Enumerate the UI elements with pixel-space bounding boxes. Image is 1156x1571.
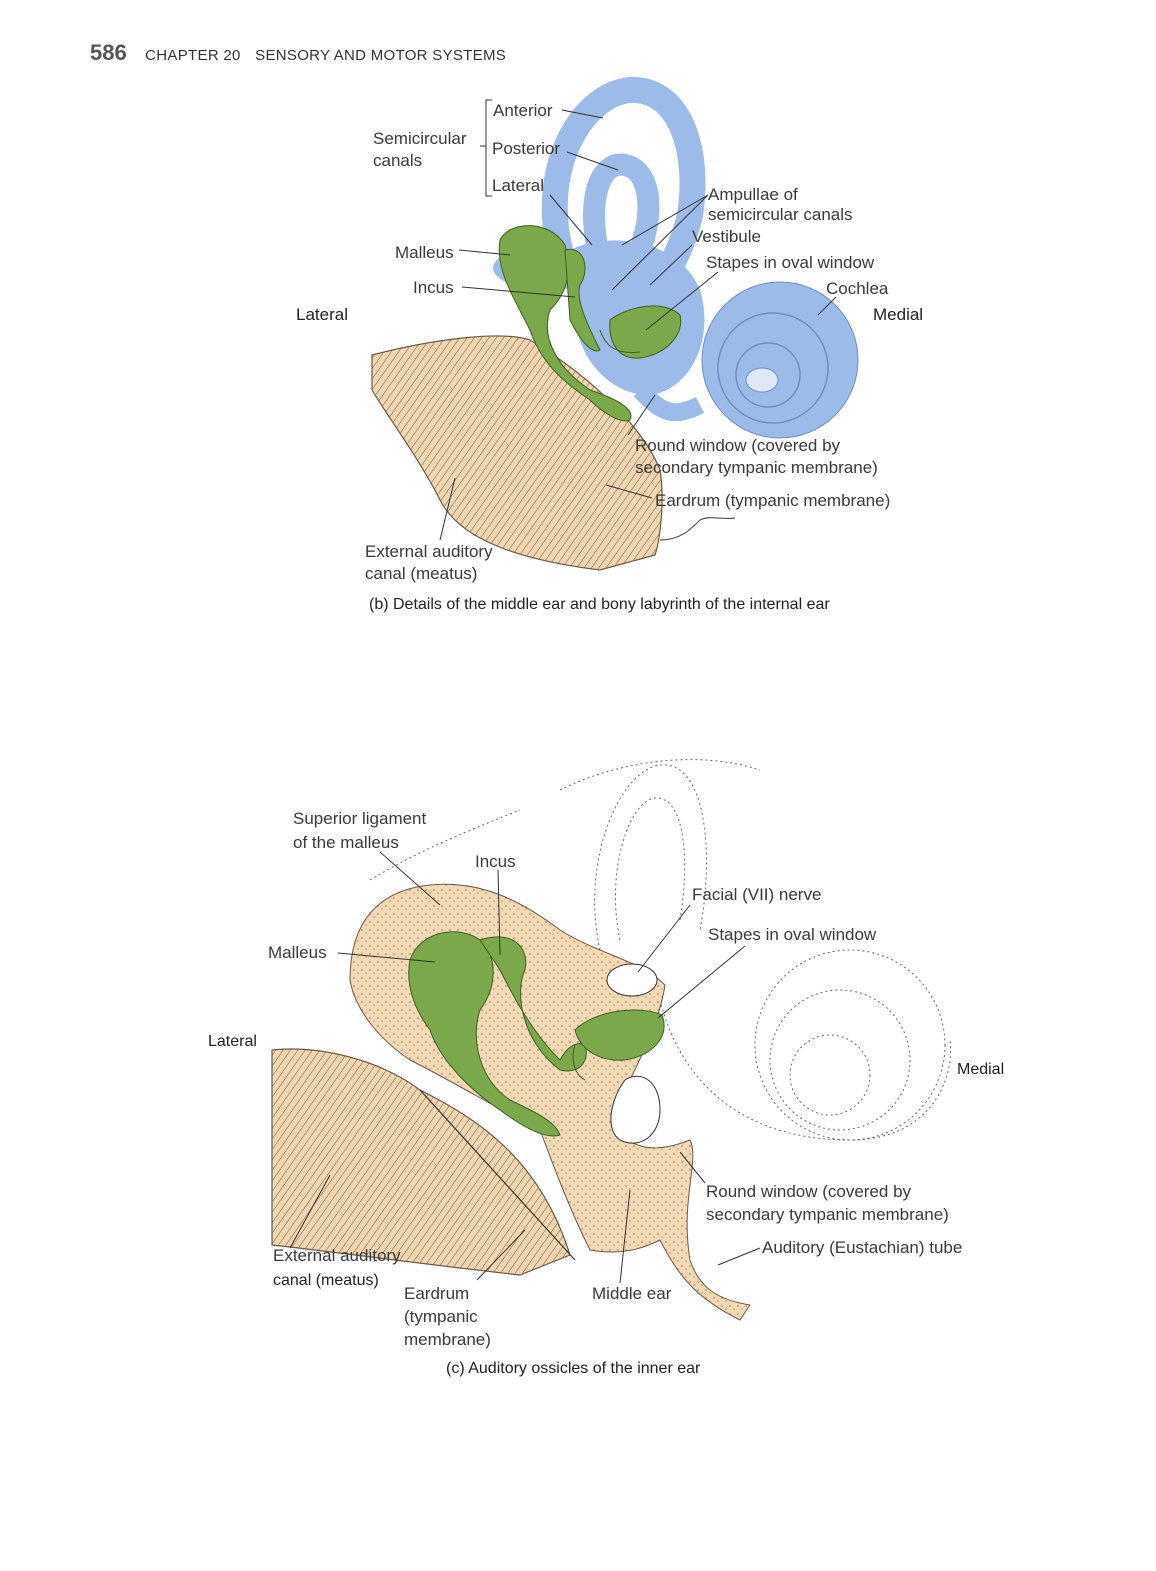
label-superior-ligament-1: Superior ligament [293,809,427,828]
figure-c-caption: (c) Auditory ossicles of the inner ear [446,1360,701,1377]
label-external-c-1: External auditory [273,1246,401,1265]
label-canals: canals [373,151,423,170]
label-anterior: Anterior [493,101,553,120]
label-auditory-tube: Auditory (Eustachian) tube [762,1238,963,1257]
label-stapes-b: Stapes in oval window [706,253,875,272]
label-round-window-b-2: secondary tympanic membrane) [635,458,878,477]
label-medial-b: Medial [873,305,924,324]
label-lateral-b: Lateral [296,305,348,324]
label-vestibule: Vestibule [692,227,761,246]
label-eardrum-c-2: (tympanic [404,1307,478,1326]
figure-c-leaders [289,851,761,1284]
figure-b-leaders [439,99,837,541]
label-external-b-2: canal (meatus) [365,564,478,583]
label-malleus-b: Malleus [395,243,454,262]
label-cochlea: Cochlea [826,279,889,298]
label-middle-ear: Middle ear [592,1284,672,1303]
label-medial-c: Medial [957,1061,1005,1078]
label-round-window-c-1: Round window (covered by [706,1182,912,1201]
ossicles-b [498,225,682,422]
label-facial-nerve: Facial (VII) nerve [692,885,822,904]
inner-ear-outline [369,759,952,1141]
label-round-window-c-2: secondary tympanic membrane) [706,1205,949,1224]
label-round-window-b-1: Round window (covered by [635,436,841,455]
label-malleus-c: Malleus [268,943,327,962]
external-canal-c [271,1048,576,1276]
label-lateral-canal: Lateral [492,176,544,195]
ossicles-c [408,931,665,1137]
label-external-c-2: canal (meatus) [273,1272,379,1289]
label-eardrum-c-1: Eardrum [404,1284,470,1303]
label-eardrum-c-3: membrane) [404,1330,491,1349]
page-header: 586 CHAPTER 20 SENSORY AND MOTOR SYSTEMS [90,40,506,66]
label-incus-b: Incus [413,278,454,297]
label-eardrum-b: Eardrum (tympanic membrane) [655,491,891,510]
chapter-title: SENSORY AND MOTOR SYSTEMS [255,47,507,64]
chapter-label: CHAPTER 20 [145,47,241,64]
label-lateral-c: Lateral [208,1033,257,1050]
label-stapes-c: Stapes in oval window [708,925,877,944]
figure-b-caption: (b) Details of the middle ear and bony l… [369,596,830,613]
label-posterior: Posterior [492,139,561,158]
label-superior-ligament-2: of the malleus [293,833,399,852]
label-incus-c: Incus [475,852,516,871]
label-semicircular: Semicircular [373,129,467,148]
label-ampullae-1: Ampullae of [708,185,798,204]
page-number: 586 [90,40,127,65]
label-external-b-1: External auditory [365,542,493,561]
label-ampullae-2: semicircular canals [708,205,853,224]
